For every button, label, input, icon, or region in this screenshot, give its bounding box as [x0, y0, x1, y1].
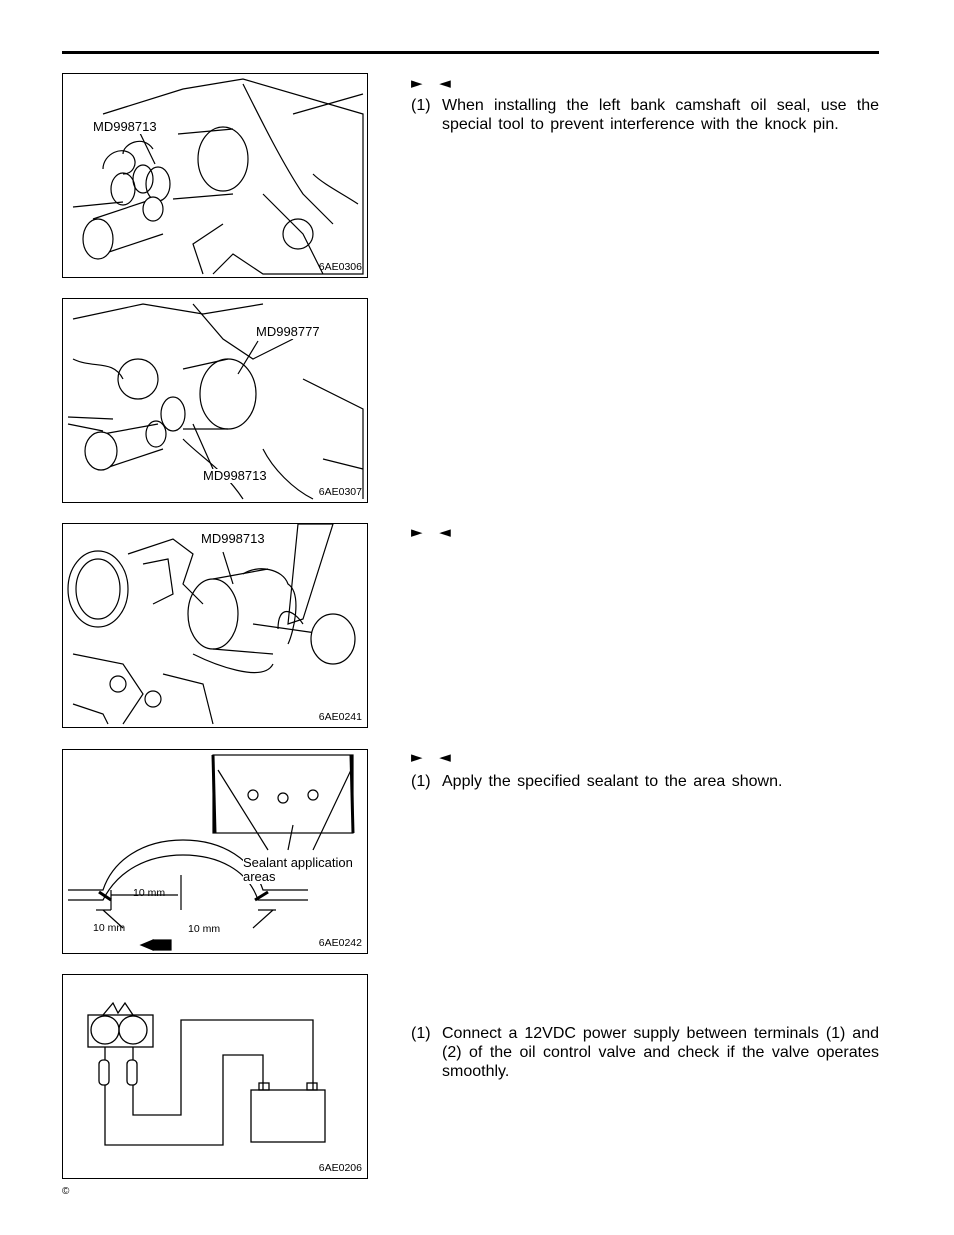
figure-code: 6AE0307 — [318, 486, 362, 498]
sealant-label: Sealant application — [243, 855, 353, 870]
dimension-left: 10 mm — [93, 922, 126, 934]
figure-code: 6AE0306 — [318, 261, 362, 273]
step-apply-sealant: (1) Apply the specified sealant to the a… — [411, 772, 879, 791]
dimension-top: 10 mm — [133, 887, 166, 899]
section-heading-1: ► ◄ — [411, 74, 457, 92]
figure-code: 6AE0241 — [318, 711, 362, 723]
section-heading-2: ► ◄ — [411, 523, 457, 541]
engine-illustration — [67, 524, 356, 725]
sealant-diagram — [68, 754, 355, 951]
figure-sealant-areas: Sealant application areas 10 mm 10 mm 10… — [62, 749, 368, 954]
figure-camshaft-seal-tool: MD998713 6AE0306 — [62, 73, 368, 278]
engine-illustration — [67, 303, 364, 500]
tool-label-md998713: MD998713 — [93, 119, 157, 134]
step-text: Connect a 12VDC power supply between ter… — [442, 1025, 879, 1080]
figure-code: 6AE0242 — [318, 937, 362, 949]
step-connect-power: (1) Connect a 12VDC power supply between… — [411, 1024, 879, 1081]
step-number: (1) — [411, 773, 431, 790]
figure-code: 6AE0206 — [318, 1162, 362, 1174]
figure-seal-hammer: MD998713 6AE0241 — [62, 523, 368, 728]
step-text: When installing the left bank camshaft o… — [442, 97, 879, 133]
engine-illustration — [72, 78, 364, 275]
sealant-label-areas: areas — [243, 869, 276, 884]
section-heading-3: ► ◄ — [411, 748, 457, 766]
header-rule — [62, 51, 879, 54]
tool-label-md998713: MD998713 — [201, 531, 265, 546]
figure-seal-installer: MD998777 MD998713 6AE0307 — [62, 298, 368, 503]
copyright-mark: © — [62, 1186, 70, 1197]
figure-valve-test: 6AE0206 — [62, 974, 368, 1179]
dimension-right: 10 mm — [188, 923, 221, 935]
tool-label-md998777: MD998777 — [256, 324, 320, 339]
wiring-diagram — [87, 1001, 326, 1146]
step-number: (1) — [411, 97, 431, 114]
step-left-bank-oil-seal: (1) When installing the left bank camsha… — [411, 96, 879, 134]
step-number: (1) — [411, 1025, 431, 1042]
tool-label-md998713: MD998713 — [203, 468, 267, 483]
step-text: Apply the specified sealant to the area … — [442, 773, 783, 790]
